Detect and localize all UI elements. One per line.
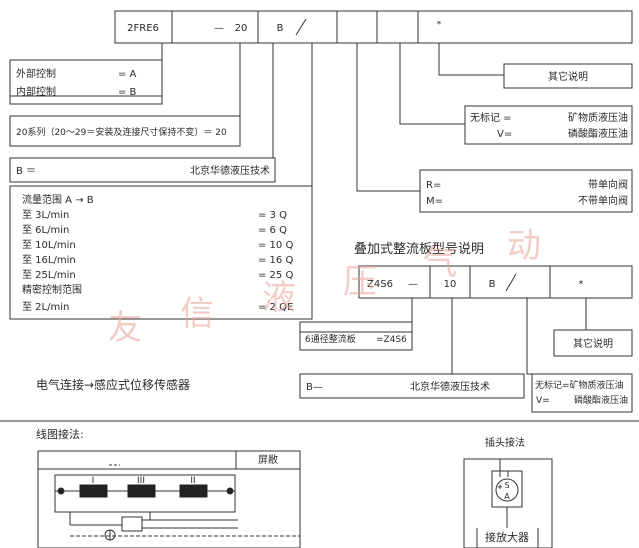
check-code: M= [426,196,443,207]
plate-code-cell: * [579,279,584,290]
shield-label: 屏敝 [258,453,278,466]
control-value: = A [118,69,137,80]
plate-size-label: 6通径整流板 [305,333,356,345]
amplifier-label: 接放大器 [485,530,529,544]
coil-label: I [92,476,95,486]
check-code: R= [426,180,441,191]
flow-row-value: = 10 Q [258,240,293,251]
code-top-cell: 2FRE6 [127,23,159,34]
control-label: 内部控制 [16,85,56,98]
precise-title: 精密控制范围 [22,283,82,296]
flow-row-label: 至 16L/min [22,254,76,266]
svg-text:+: + [497,483,503,491]
sensor-label: 电气连接→感应式位移传感器 [36,377,190,392]
plate-code-cell: B [489,279,496,290]
code-top-cell: * [437,20,442,30]
b-line-code: B ＝ [16,166,36,177]
precise-row-value: = 2 QE [258,302,293,313]
code-top-cell: 20 [235,23,248,34]
precise-row-label: 至 2L/min [22,301,69,313]
code-top-cell: B [277,23,284,34]
flow-row-label: 至 10L/min [22,239,76,251]
flow-row-label: 至 6L/min [22,224,69,236]
b-plate-desc: 北京华德液压技术 [410,380,490,393]
flow-title: 流量范围 A → B [22,193,94,206]
oil-plate-code: V= [536,396,550,406]
plate-code-cell: 10 [444,279,457,290]
coil-label: III [137,476,145,486]
b-line-desc: 北京华德液压技术 [190,164,270,177]
connector-letter: S [504,481,509,490]
series-label: 20系列（20～29＝安装及连接尺寸保持不变）＝ 20 [16,126,227,138]
plate-code-cell: — [408,279,418,290]
other-top: 其它说明 [548,70,588,83]
flow-row-value: = 6 Q [258,225,287,236]
wiring-title: 线图接法: [36,427,84,441]
check-desc: 不带单向阀 [578,194,628,207]
oil-plate-desc: 磷酸酯液压油 [574,394,628,406]
oil-top-code: V= [497,129,512,140]
plate-title: 叠加式整流板型号说明 [354,242,484,257]
flow-row-value: = 3 Q [258,210,287,221]
flow-row-value: = 25 Q [258,270,293,281]
plate-size-value: =Z4S6 [376,335,407,345]
oil-top-code: 无标记 = [470,112,512,124]
control-value: = B [118,87,137,98]
oil-plate-line: 无标记=矿物质液压油 [535,379,624,391]
control-label: 外部控制 [16,67,56,80]
coil-label: II [190,476,195,486]
oil-top-desc: 磷酸酯液压油 [568,127,628,140]
check-desc: 带单向阀 [588,178,628,191]
connector-letter: A [504,492,510,501]
plate-code-cell: Z4S6 [367,279,393,290]
flow-row-label: 至 3L/min [22,209,69,221]
oil-top-desc: 矿物质液压油 [568,111,628,124]
b-plate-code: B— [306,382,323,393]
code-top-cell: — [214,23,224,34]
connector-title: 插头接法 [485,436,525,449]
flow-row-value: = 16 Q [258,255,293,266]
other-plate: 其它说明 [573,337,613,350]
flow-row-label: 至 25L/min [22,269,76,281]
